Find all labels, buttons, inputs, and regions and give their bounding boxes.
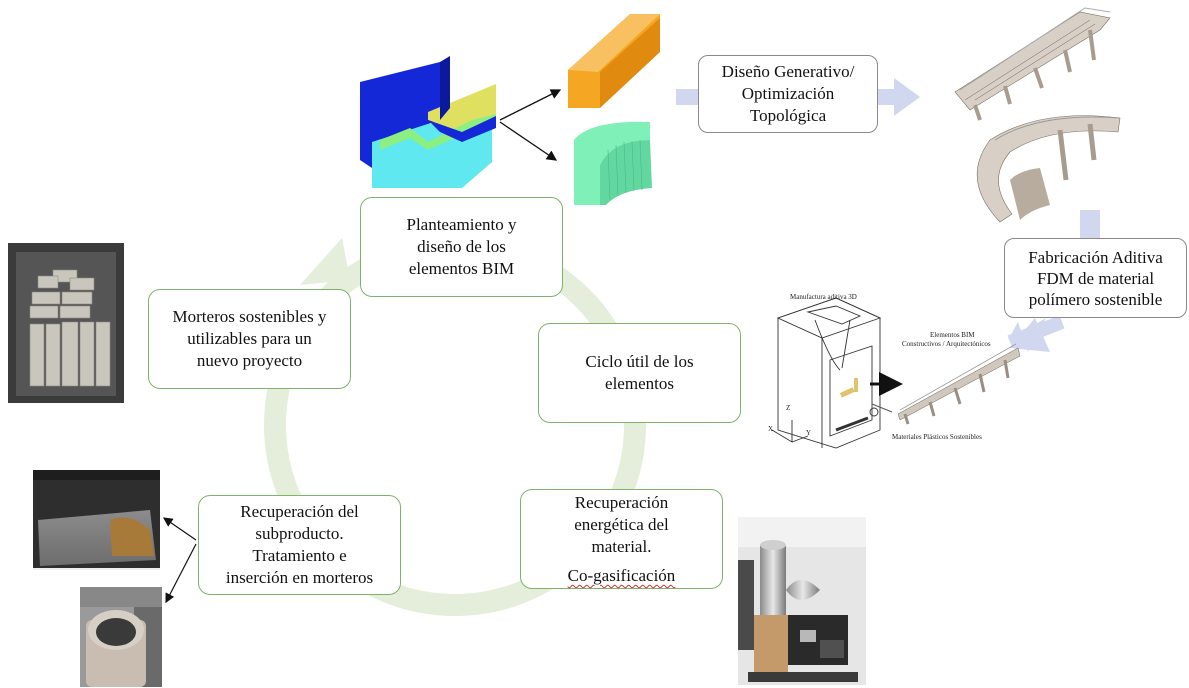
byproduct-line-2: subproducto. — [255, 524, 344, 543]
printer-materials-label: Materiales Plásticos Sostenibles — [892, 433, 982, 441]
box-additive-manufacturing: Fabricación Aditiva FDM de material polí… — [1004, 238, 1187, 318]
byproduct-line-1: Recuperación del — [240, 502, 359, 521]
bim-design-line-1: Planteamiento y — [406, 215, 517, 234]
printer-title-label: Manufactura aditiva 3D — [790, 293, 857, 301]
mortars-line-2: utilizables para un — [187, 329, 312, 348]
box-generative-design: Diseño Generativo/ Optimización Topológi… — [698, 55, 878, 133]
flow-arrow-right-1 — [676, 89, 698, 105]
printed-staircase-image — [897, 343, 1021, 425]
orange-beam-icon — [568, 14, 660, 108]
axis-y-label: Y — [806, 429, 812, 437]
flow-arrow-diagonal — [1007, 315, 1065, 352]
additive-line-3: polímero sostenible — [1028, 289, 1163, 309]
box-bim-design: Planteamiento y diseño de los elementos … — [360, 197, 563, 297]
useful-life-line-1: Ciclo útil de los — [585, 352, 694, 371]
byproduct-tray-photo — [33, 470, 160, 570]
bim-design-line-3: elementos BIM — [408, 259, 515, 278]
box-sustainable-mortars: Morteros sostenibles y utilizables para … — [148, 289, 351, 389]
energy-recovery-line-1: Recuperación — [574, 493, 669, 512]
3d-printer-sketch — [771, 297, 903, 449]
flow-arrow-down — [1080, 210, 1100, 238]
byproduct-line-4: inserción en morteros — [225, 568, 374, 587]
gasifier-photo — [738, 517, 866, 685]
mortars-line-1: Morteros sostenibles y — [172, 307, 327, 326]
printer-elements-label-2: Constructivos / Arquitectónicos — [902, 340, 991, 348]
bim-model-icon — [360, 56, 496, 188]
mortar-sample-photo — [80, 587, 162, 687]
byproduct-line-3: Tratamiento e — [252, 546, 347, 565]
mortar-bricks-photo — [8, 243, 124, 403]
energy-recovery-line-3: material. — [591, 537, 652, 556]
curved-wall-icon — [574, 121, 652, 205]
box-byproduct-recovery: Recuperación del subproducto. Tratamient… — [198, 495, 401, 595]
axis-x-label: X — [768, 425, 774, 433]
staircase-image-2 — [976, 115, 1121, 223]
energy-recovery-line-2: energética del — [574, 515, 669, 534]
useful-life-line-2: elementos — [605, 374, 674, 393]
flow-arrow-right-2 — [878, 78, 920, 116]
printer-elements-label-1: Elementos BIM — [930, 331, 975, 339]
additive-line-2: FDM de material — [1036, 268, 1155, 288]
box-useful-life: Ciclo útil de los elementos — [538, 323, 741, 423]
generative-line-3: Topológica — [749, 106, 827, 125]
additive-line-1: Fabricación Aditiva — [1028, 247, 1163, 267]
generative-line-1: Diseño Generativo/ — [721, 62, 855, 81]
box-energy-recovery: Recuperación energética del material. Co… — [520, 489, 723, 589]
axis-z-label: Z — [786, 404, 791, 412]
generative-line-2: Optimización — [741, 84, 835, 103]
printed-elements-icon — [839, 378, 858, 398]
staircase-image-1 — [954, 7, 1111, 121]
mortars-line-3: nuevo proyecto — [196, 351, 303, 370]
co-gasification-label: Co-gasificación — [567, 566, 676, 585]
bim-design-line-2: diseño de los — [417, 237, 506, 256]
